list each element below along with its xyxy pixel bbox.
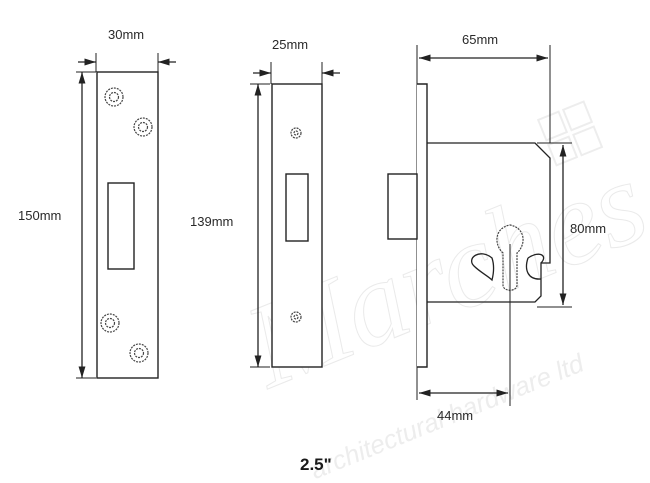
size-title: 2.5" [300,455,332,474]
lock-body-height-label: 80mm [570,221,606,236]
screw-hole-icon [100,313,120,333]
screw-hole-icon [104,87,124,107]
deadbolt [387,173,418,240]
euro-cylinder-cutout-icon [496,224,524,291]
screw-hole-icon [290,127,302,139]
backset-label: 44mm [437,408,473,423]
screw-hole-icon [129,343,149,363]
forend-height-label: 150mm [18,208,61,223]
lever-cutout-right-icon [525,253,545,280]
keep-plate-drawing: 25mm 139mm [188,37,340,368]
keep-height-label: 139mm [190,214,233,229]
forend-plate-drawing: 30mm 150mm [14,27,176,379]
bolt-slot [107,182,135,270]
lock-case [427,142,551,303]
lock-forend [417,83,428,368]
watermark-logo-icon [536,100,604,167]
lever-cutout-left-icon [471,253,495,282]
lock-body-drawing: 65mm 80mm 44mm [387,32,606,423]
screw-hole-icon [290,311,302,323]
lock-depth-label: 65mm [462,32,498,47]
keep-width-label: 25mm [272,37,308,52]
screw-hole-icon [133,117,153,137]
bolt-slot [285,173,309,242]
forend-width-label: 30mm [108,27,144,42]
